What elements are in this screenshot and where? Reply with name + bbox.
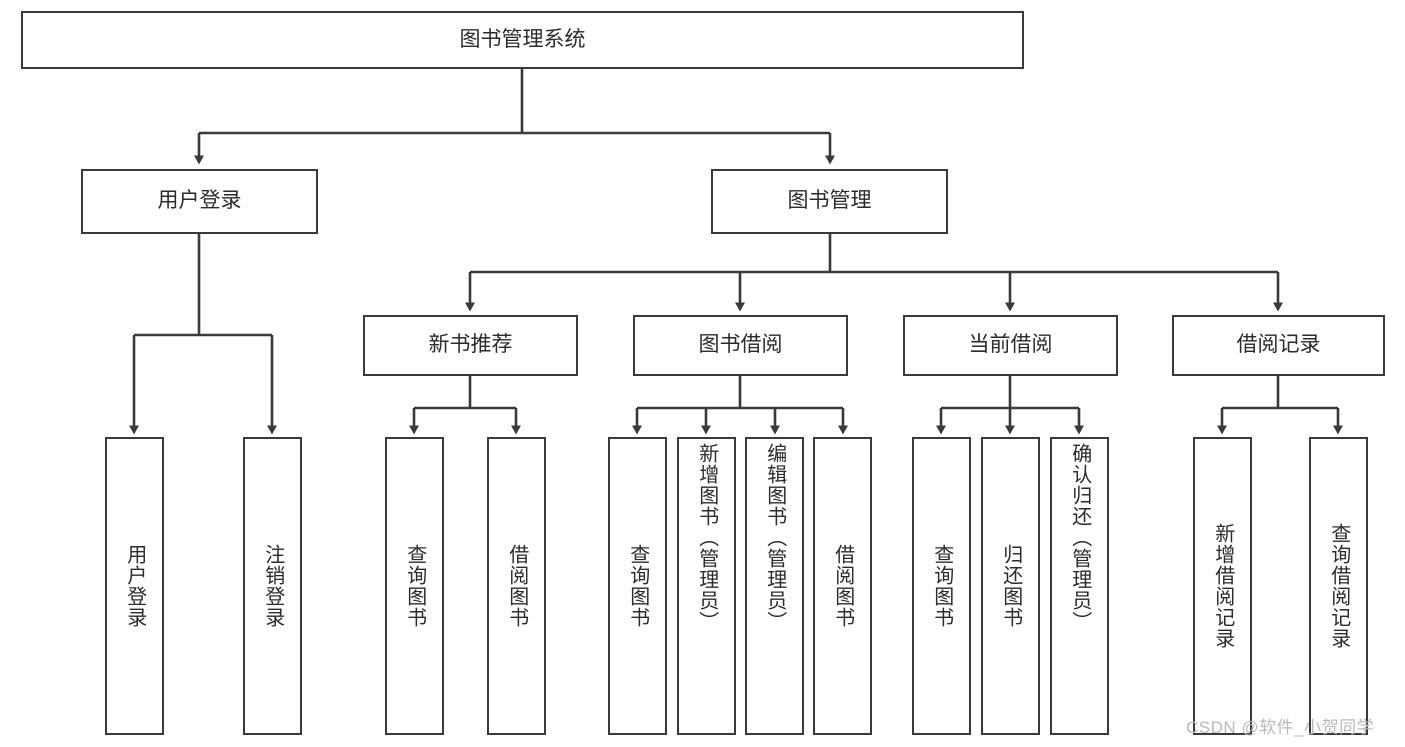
leaf-label: 编辑图书（管理员）: [763, 443, 786, 632]
leaf-add-borrow-record[interactable]: 新增借阅记录: [1193, 437, 1252, 735]
node-label: 当前借阅: [968, 333, 1053, 357]
node-user-login[interactable]: 用户登录: [81, 169, 318, 234]
node-label: 借阅记录: [1236, 333, 1321, 357]
leaf-user-login[interactable]: 用户登录: [105, 437, 164, 735]
node-borrow-record[interactable]: 借阅记录: [1172, 315, 1385, 376]
leaf-borrow-book-recommend[interactable]: 借阅图书: [487, 437, 546, 735]
leaf-query-book-recommend[interactable]: 查询图书: [385, 437, 444, 735]
leaf-return-book[interactable]: 归还图书: [981, 437, 1040, 735]
leaf-label: 查询图书: [626, 544, 649, 628]
leaf-logout-login[interactable]: 注销登录: [243, 437, 302, 735]
leaf-borrow-book[interactable]: 借阅图书: [813, 437, 872, 735]
node-label: 图书管理系统: [459, 27, 586, 51]
node-current-borrow[interactable]: 当前借阅: [903, 315, 1118, 376]
leaf-label: 新增借阅记录: [1211, 523, 1234, 649]
node-label: 图书借阅: [698, 333, 783, 357]
leaf-label: 注销登录: [261, 544, 284, 628]
node-book-borrow[interactable]: 图书借阅: [633, 315, 848, 376]
node-book-management[interactable]: 图书管理: [711, 169, 948, 234]
leaf-query-book-current[interactable]: 查询图书: [912, 437, 971, 735]
leaf-query-book-borrow[interactable]: 查询图书: [608, 437, 667, 735]
leaf-add-book-admin[interactable]: 新增图书（管理员）: [677, 437, 736, 735]
leaf-label: 确认归还（管理员）: [1068, 443, 1091, 632]
leaf-edit-book-admin[interactable]: 编辑图书（管理员）: [745, 437, 804, 735]
leaf-label: 归还图书: [999, 544, 1022, 628]
leaf-query-borrow-record[interactable]: 查询借阅记录: [1309, 437, 1368, 735]
node-label: 用户登录: [157, 189, 242, 213]
leaf-label: 查询借阅记录: [1327, 523, 1350, 649]
leaf-label: 借阅图书: [505, 544, 528, 628]
node-new-book-recommend[interactable]: 新书推荐: [363, 315, 578, 376]
node-label: 新书推荐: [428, 333, 513, 357]
leaf-label: 查询图书: [403, 544, 426, 628]
leaf-confirm-return-admin[interactable]: 确认归还（管理员）: [1050, 437, 1109, 735]
leaf-label: 用户登录: [123, 544, 146, 628]
leaf-label: 借阅图书: [831, 544, 854, 628]
node-book-management-system[interactable]: 图书管理系统: [21, 11, 1024, 69]
node-label: 图书管理: [787, 189, 872, 213]
leaf-label: 查询图书: [930, 544, 953, 628]
leaf-label: 新增图书（管理员）: [695, 443, 718, 632]
watermark: CSDN @软件_小贺同学: [1186, 718, 1375, 737]
